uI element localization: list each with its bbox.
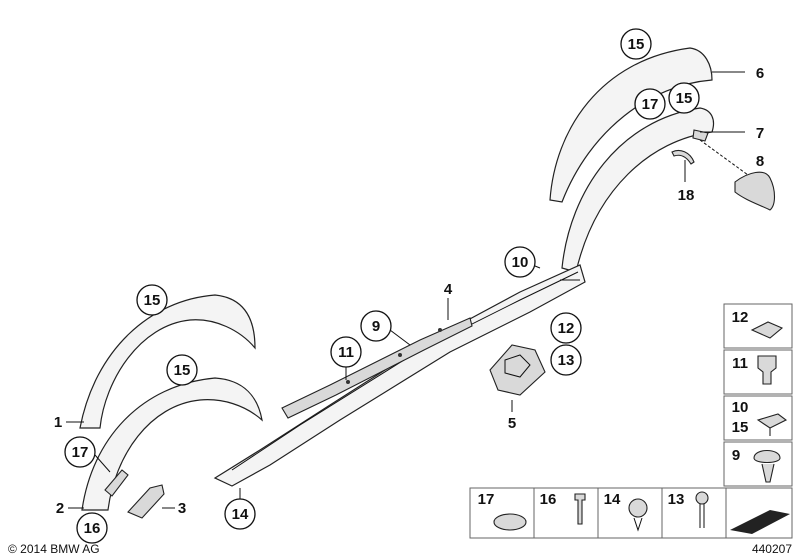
diagram-number: 440207 xyxy=(752,542,792,556)
svg-text:15: 15 xyxy=(628,36,645,53)
svg-text:11: 11 xyxy=(338,344,354,361)
callout-12a: 12 xyxy=(550,312,582,344)
grommet-17-icon xyxy=(493,513,527,531)
svg-text:15: 15 xyxy=(144,292,161,309)
hole-11 xyxy=(346,380,350,384)
callout-13a: 13 xyxy=(550,344,582,376)
legend-box-13[interactable] xyxy=(661,487,727,539)
svg-text:11: 11 xyxy=(732,355,748,372)
sill-reinforcement-9[interactable] xyxy=(281,317,473,419)
svg-text:16: 16 xyxy=(84,520,101,537)
arrow-pointer-icon xyxy=(730,510,790,534)
svg-text:9: 9 xyxy=(732,447,740,464)
callout-2: 2 xyxy=(56,500,64,517)
callout-3: 3 xyxy=(178,500,186,517)
side-skirt[interactable] xyxy=(213,264,586,487)
callout-15c: 15 xyxy=(136,284,168,316)
callout-4: 4 xyxy=(444,281,453,298)
svg-text:17: 17 xyxy=(72,444,89,461)
callout-16a: 16 xyxy=(76,512,108,544)
svg-text:13: 13 xyxy=(668,491,685,508)
callout-7: 7 xyxy=(756,125,764,142)
svg-text:3: 3 xyxy=(178,500,186,517)
wheel-arch-trim-front-inner[interactable] xyxy=(81,377,263,511)
legend-side: 12 11 10 15 9 xyxy=(723,303,793,487)
end-piece-3[interactable] xyxy=(127,484,165,519)
svg-text:9: 9 xyxy=(372,318,380,335)
callout-5: 5 xyxy=(508,415,516,432)
bracket-detail xyxy=(504,354,531,378)
svg-text:15: 15 xyxy=(732,419,749,436)
clip-12-icon xyxy=(750,321,784,339)
svg-text:10: 10 xyxy=(732,399,749,416)
svg-text:14: 14 xyxy=(604,491,621,508)
callout-17a: 17 xyxy=(634,88,666,120)
clip-9-icon xyxy=(753,449,781,483)
hole-11c xyxy=(438,328,442,332)
svg-text:14: 14 xyxy=(232,506,249,523)
callout-1: 1 xyxy=(54,414,62,431)
svg-text:12: 12 xyxy=(558,320,575,337)
callout-15a: 15 xyxy=(620,28,652,60)
wheel-arch-trim-front-outer[interactable] xyxy=(79,294,256,429)
callout-10a: 10 xyxy=(504,246,536,278)
svg-text:2: 2 xyxy=(56,500,64,517)
callout-9a: 9 xyxy=(360,310,392,342)
callout-8: 8 xyxy=(756,153,764,170)
svg-text:4: 4 xyxy=(444,281,453,298)
legend-bottom: 17 16 14 13 xyxy=(469,487,793,539)
svg-text:16: 16 xyxy=(540,491,557,508)
callout-15d: 15 xyxy=(166,354,198,386)
screw-16-icon xyxy=(574,493,586,525)
svg-text:12: 12 xyxy=(732,309,749,326)
svg-text:17: 17 xyxy=(642,96,659,113)
callout-18: 18 xyxy=(678,187,695,204)
rivet-14-icon xyxy=(628,498,648,518)
callout-15b: 15 xyxy=(668,82,700,114)
svg-text:10: 10 xyxy=(512,254,529,271)
clip-10-icon xyxy=(756,413,788,436)
mounting-bracket-5[interactable] xyxy=(489,344,546,396)
copyright-text: © 2014 BMW AG xyxy=(8,542,100,556)
end-cap-8[interactable] xyxy=(734,171,776,211)
callout-6: 6 xyxy=(756,65,764,82)
callout-14a: 14 xyxy=(224,498,256,530)
svg-text:15: 15 xyxy=(174,362,191,379)
svg-text:13: 13 xyxy=(558,352,575,369)
legend-box-16[interactable] xyxy=(533,487,599,539)
callout-17b: 17 xyxy=(64,436,96,468)
legend-box-9[interactable] xyxy=(723,441,793,487)
wheel-arch-trim-rear-outer[interactable] xyxy=(549,47,713,203)
clip-11-icon xyxy=(757,355,777,385)
screw-13-icon xyxy=(695,491,709,505)
callout-11a: 11 xyxy=(330,336,362,368)
seal-strip-18[interactable] xyxy=(671,149,695,165)
trim-16[interactable] xyxy=(104,469,129,497)
wheel-arch-trim-rear-inner[interactable] xyxy=(561,107,715,273)
hole-11b xyxy=(398,353,402,357)
svg-text:15: 15 xyxy=(676,90,693,107)
svg-text:5: 5 xyxy=(508,415,516,432)
legend-box-12[interactable] xyxy=(723,303,793,349)
svg-text:18: 18 xyxy=(678,187,695,204)
svg-text:6: 6 xyxy=(756,65,764,82)
svg-text:7: 7 xyxy=(756,125,764,142)
svg-text:17: 17 xyxy=(478,491,495,508)
svg-text:8: 8 xyxy=(756,153,764,170)
svg-text:1: 1 xyxy=(54,414,62,431)
